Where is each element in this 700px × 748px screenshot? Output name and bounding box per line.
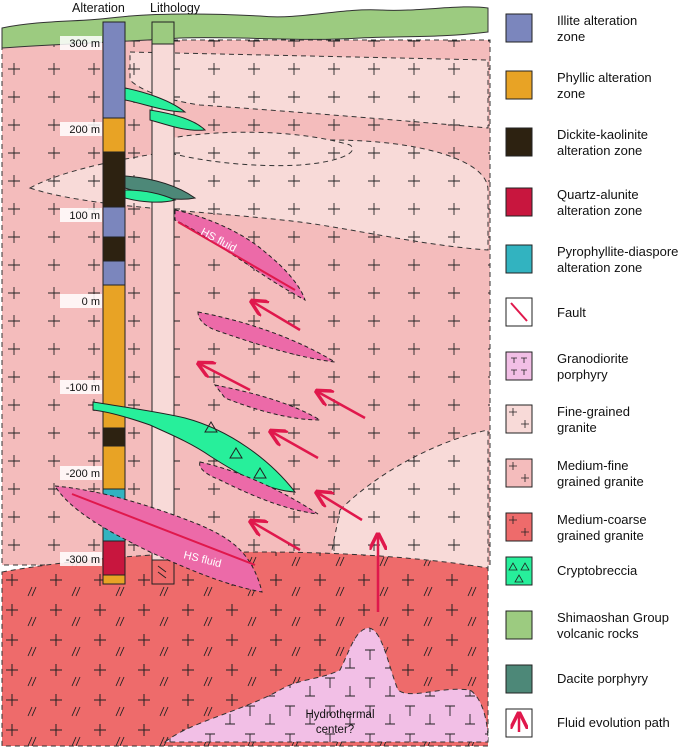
- cryptobreccia-mid: [124, 189, 177, 203]
- svg-text:Illite alteration: Illite alteration: [557, 13, 637, 28]
- legend-item-shimaoshan: Shimaoshan Group volcanic rocks: [505, 610, 669, 641]
- pink-lens-3: [213, 384, 322, 421]
- legend-item-medium-coarse: Medium-coarse grained granite: [505, 512, 647, 543]
- cryptobreccia-upper-1: [124, 87, 187, 113]
- legend-item-fine-granite: Fine-grained granite: [505, 404, 630, 435]
- svg-text:Quartz-alunite: Quartz-alunite: [557, 187, 639, 202]
- svg-text:Phyllic alteration: Phyllic alteration: [557, 70, 652, 85]
- alteration-column-header: Alteration: [72, 1, 125, 15]
- svg-text:zone: zone: [557, 86, 585, 101]
- depth-label: 100 m: [69, 210, 100, 222]
- pink-lens-4: [199, 461, 319, 515]
- legend-item-quartz-alunite: Quartz-alunite alteration zone: [505, 187, 642, 218]
- triangle-marker-3: [253, 467, 267, 479]
- depth-label: -200 m: [66, 468, 100, 480]
- triangle-marker-2: [229, 447, 243, 459]
- lithology-column: [151, 21, 175, 585]
- hydrothermal-center-label-line1: Hydrothermal: [305, 709, 374, 721]
- fault-line-lower: [71, 493, 256, 566]
- svg-text:volcanic rocks: volcanic rocks: [557, 626, 639, 641]
- granodiorite-porphyry-body: [163, 627, 489, 743]
- depth-label: 300 m: [69, 38, 100, 50]
- svg-text:zone: zone: [557, 29, 585, 44]
- svg-text:grained granite: grained granite: [557, 528, 644, 543]
- depth-label: 200 m: [69, 124, 100, 136]
- svg-text:Medium-fine: Medium-fine: [557, 458, 629, 473]
- legend-item-medium-fine: Medium-fine grained granite: [505, 458, 644, 489]
- fine-grained-granite-lens-upper: [129, 51, 489, 129]
- svg-text:Pyrophyllite-diaspore: Pyrophyllite-diaspore: [557, 244, 678, 259]
- fine-grained-granite-lens-thin: [159, 131, 353, 167]
- depth-label: 0 m: [82, 296, 100, 308]
- svg-text:Fine-grained: Fine-grained: [557, 404, 630, 419]
- legend-item-dickite: Dickite-kaolinite alteration zone: [505, 127, 648, 158]
- legend: Illite alteration zone Phyllic alteratio…: [505, 13, 678, 738]
- fine-grained-granite-lens-lower: [28, 139, 489, 251]
- fault-line-upper: [177, 221, 296, 291]
- legend-item-fluid-path: Fluid evolution path: [505, 708, 670, 738]
- lithology-column-header: Lithology: [150, 1, 201, 15]
- svg-text:alteration zone: alteration zone: [557, 143, 642, 158]
- depth-label: -300 m: [66, 554, 100, 566]
- svg-text:alteration zone: alteration zone: [557, 203, 642, 218]
- depth-labels: 300 m 200 m 100 m 0 m -100 m -200 m -300…: [60, 36, 102, 566]
- svg-text:Medium-coarse: Medium-coarse: [557, 512, 647, 527]
- svg-text:Fault: Fault: [557, 305, 586, 320]
- svg-text:Cryptobreccia: Cryptobreccia: [557, 563, 638, 578]
- svg-text:Dickite-kaolinite: Dickite-kaolinite: [557, 127, 648, 142]
- legend-item-illite: Illite alteration zone: [505, 13, 637, 44]
- legend-item-fault: Fault: [505, 297, 586, 327]
- legend-item-dacite: Dacite porphyry: [505, 664, 649, 694]
- legend-item-pyrophyllite: Pyrophyllite-diaspore alteration zone: [505, 244, 678, 275]
- legend-item-cryptobreccia: Cryptobreccia: [505, 556, 638, 586]
- legend-item-phyllic: Phyllic alteration zone: [505, 70, 652, 101]
- hs-fluid-lower-lens: [54, 485, 263, 593]
- svg-text:Dacite porphyry: Dacite porphyry: [557, 671, 649, 686]
- svg-text:Granodiorite: Granodiorite: [557, 351, 629, 366]
- svg-text:Shimaoshan Group: Shimaoshan Group: [557, 610, 669, 625]
- fluid-evolution-arrows: [200, 302, 378, 612]
- svg-text:porphyry: porphyry: [557, 367, 608, 382]
- legend-item-granodiorite: Granodiorite porphyry: [505, 351, 629, 382]
- depth-label: -100 m: [66, 382, 100, 394]
- cryptobreccia-upper-2: [149, 109, 207, 131]
- svg-text:Fluid evolution path: Fluid evolution path: [557, 715, 670, 730]
- hydrothermal-center-label-line2: center?: [316, 724, 354, 736]
- svg-text:granite: granite: [557, 420, 597, 435]
- triangle-marker-1: [204, 421, 218, 433]
- svg-text:grained granite: grained granite: [557, 474, 644, 489]
- svg-text:alteration zone: alteration zone: [557, 260, 642, 275]
- pink-lens-2: [197, 311, 336, 363]
